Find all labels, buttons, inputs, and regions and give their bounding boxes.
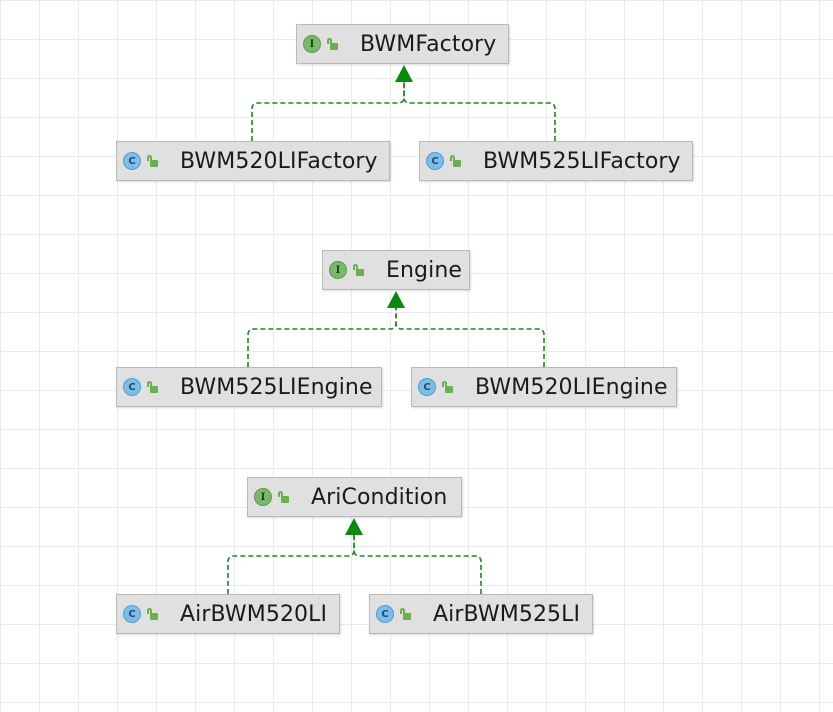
- class-icon: C: [376, 605, 394, 623]
- unlock-icon: [278, 491, 289, 503]
- interface-icon: I: [254, 488, 272, 506]
- class-node-bwm525liengine[interactable]: C BWM525LIEngine: [116, 367, 382, 407]
- node-label: BWM520LIFactory: [180, 148, 378, 174]
- node-label: BWM525LIFactory: [483, 148, 681, 174]
- implements-edge-2-0: [227, 535, 355, 594]
- class-icon: C: [123, 152, 141, 170]
- unlock-icon: [450, 155, 461, 167]
- interface-icon: I: [329, 261, 347, 279]
- node-label: BWM520LIEngine: [475, 374, 668, 400]
- class-icon: C: [426, 152, 444, 170]
- class-icon: C: [418, 378, 436, 396]
- unlock-icon: [147, 608, 158, 620]
- implements-edge-2-1: [353, 535, 482, 594]
- node-label: AirBWM525LI: [433, 601, 581, 627]
- class-node-bwm525lifactory[interactable]: C BWM525LIFactory: [419, 141, 693, 181]
- class-node-bwm520lifactory[interactable]: C BWM520LIFactory: [116, 141, 390, 181]
- node-label: Engine: [386, 257, 462, 283]
- implements-edge-0-1: [403, 82, 556, 141]
- unlock-icon: [442, 381, 453, 393]
- node-label: BWMFactory: [360, 31, 497, 57]
- unlock-icon: [327, 38, 338, 50]
- implements-arrowhead-1: [387, 291, 405, 308]
- node-label: AriCondition: [311, 484, 448, 510]
- implements-edge-0-0: [251, 82, 405, 141]
- class-node-bwm520liengine[interactable]: C BWM520LIEngine: [411, 367, 677, 407]
- class-icon: C: [123, 378, 141, 396]
- unlock-icon: [353, 264, 364, 276]
- node-label: BWM525LIEngine: [180, 374, 373, 400]
- unlock-icon: [400, 608, 411, 620]
- implements-arrowhead-2: [345, 518, 363, 535]
- implements-edge-1-1: [395, 308, 545, 367]
- implements-arrowhead-0: [395, 65, 413, 82]
- interface-node-engine[interactable]: I Engine: [322, 250, 470, 290]
- unlock-icon: [147, 155, 158, 167]
- class-node-airbwm520li[interactable]: C AirBWM520LI: [116, 594, 340, 634]
- interface-icon: I: [303, 35, 321, 53]
- class-node-airbwm525li[interactable]: C AirBWM525LI: [369, 594, 593, 634]
- interface-node-bwmfactory[interactable]: I BWMFactory: [296, 24, 509, 64]
- implements-edge-1-0: [247, 308, 397, 367]
- unlock-icon: [147, 381, 158, 393]
- class-icon: C: [123, 605, 141, 623]
- node-label: AirBWM520LI: [180, 601, 328, 627]
- interface-node-aricondition[interactable]: I AriCondition: [247, 477, 462, 517]
